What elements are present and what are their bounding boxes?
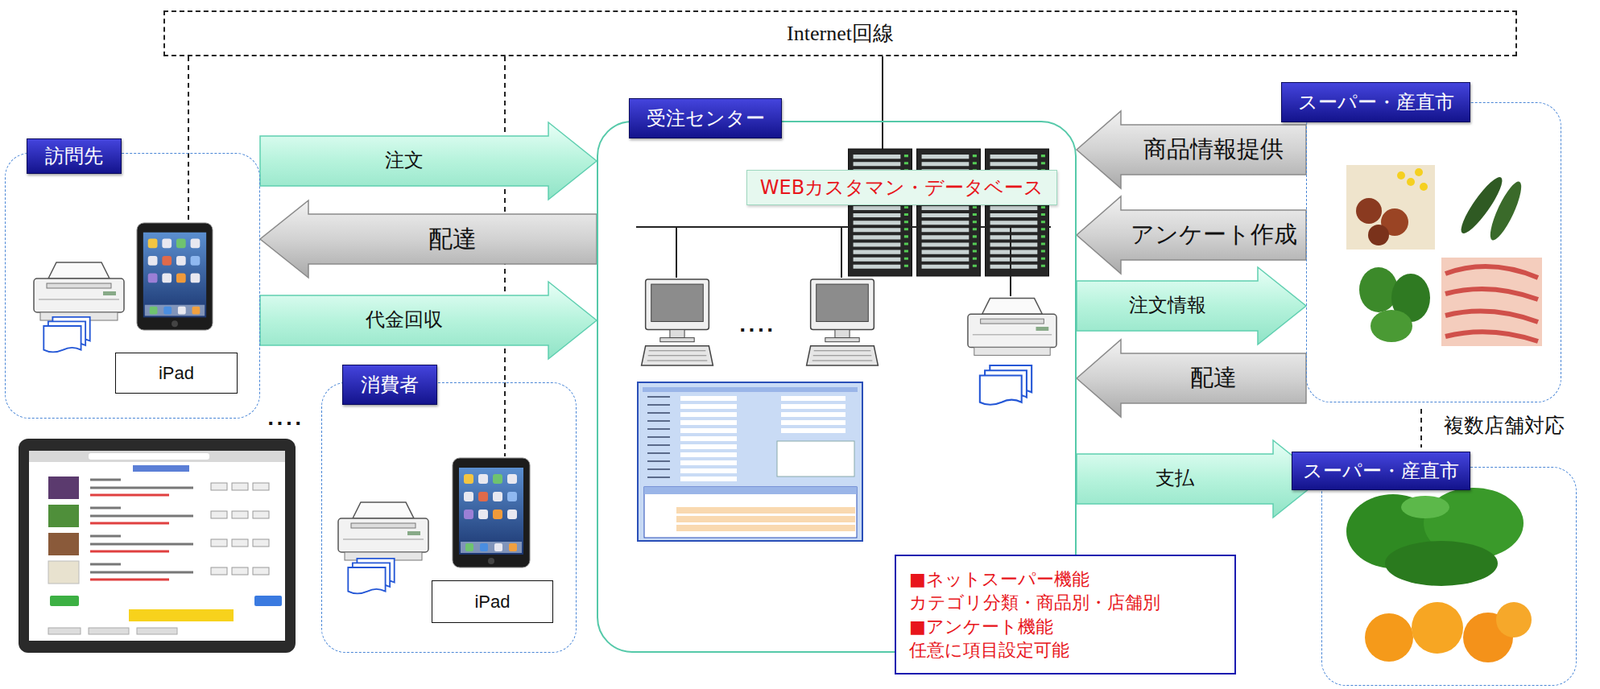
block-arrow — [1076, 267, 1307, 345]
network-band: Internet回線 — [163, 10, 1518, 57]
arrow-label: 注文情報 — [1128, 294, 1207, 318]
server-rack — [848, 148, 1050, 277]
node-text: Internet回線 — [786, 19, 894, 48]
arrow-label: 注文 — [384, 149, 424, 173]
block-arrow — [1076, 111, 1307, 189]
node-text: iPad — [474, 591, 510, 613]
center-region: 受注センターWEBカスタマン・データベース■ネットスーパー機能カテゴリ分類・商品… — [596, 120, 1077, 654]
region-heading: 消費者 — [342, 364, 438, 406]
computer-icon — [641, 279, 714, 366]
store-region: スーパー・産直市 — [1306, 102, 1562, 403]
node-text: ■ネットスーパー機能 — [909, 567, 1090, 592]
device-tag: iPad — [115, 352, 238, 394]
paper-icon — [347, 558, 394, 595]
block-arrow — [260, 122, 597, 200]
ipad-icon — [452, 458, 530, 568]
arrow-label: 配達 — [1190, 364, 1237, 392]
ellipsis-mark: .... — [739, 315, 776, 337]
printer-icon — [967, 298, 1057, 356]
visit-devices — [33, 223, 213, 352]
region-heading: スーパー・産直市 — [1281, 82, 1471, 123]
block-arrow — [260, 200, 597, 278]
region-heading: 訪問先 — [26, 138, 122, 174]
region-heading: スーパー・産直市 — [1291, 451, 1471, 491]
printer-icon — [33, 262, 125, 321]
node-text: WEBカスタマン・データベース — [760, 174, 1044, 201]
node-body: iPad — [432, 581, 553, 623]
paper-icon — [979, 365, 1032, 406]
feature-box: ■ネットスーパー機能カテゴリ分類・商品別・店舗別■アンケート機能任意に項目設定可… — [894, 554, 1237, 675]
node-body: Internet回線 — [165, 12, 1516, 55]
tablet-screenshot — [18, 438, 296, 654]
block-arrow — [1076, 339, 1307, 418]
arrow-label: 代金回収 — [365, 309, 443, 332]
arrow-label: 配達 — [428, 225, 477, 254]
computer-icon — [806, 279, 879, 366]
note-text: 複数店舗対応 — [1443, 413, 1565, 439]
form-screenshot — [637, 382, 863, 542]
store-region: スーパー・産直市 — [1321, 467, 1577, 687]
arrow-label: アンケート作成 — [1130, 221, 1298, 249]
node-text: ■アンケート機能 — [909, 615, 1054, 639]
node-text: iPad — [158, 363, 195, 385]
device-tag: iPad — [431, 580, 554, 624]
node-text: 任意に項目設定可能 — [909, 638, 1070, 662]
block-arrow — [260, 281, 597, 360]
paper-icon — [43, 317, 90, 353]
ellipsis-mark: .... — [267, 409, 304, 430]
network-line — [187, 56, 190, 153]
consumer-devices — [338, 458, 530, 594]
arrow-label: 支払 — [1155, 467, 1195, 491]
block-arrow — [1076, 196, 1307, 274]
node-body: iPad — [115, 353, 237, 393]
block-arrow — [1076, 440, 1322, 518]
ipad-icon — [136, 223, 213, 331]
printer-icon — [338, 502, 429, 561]
node-body: ■ネットスーパー機能カテゴリ分類・商品別・店舗別■アンケート機能任意に項目設定可… — [896, 556, 1235, 674]
store-divider — [1420, 409, 1423, 448]
consumer-region: 消費者iPad — [321, 382, 577, 654]
arrow-label: 商品情報提供 — [1143, 136, 1284, 163]
node-text: カテゴリ分類・商品別・店舗別 — [909, 591, 1161, 615]
node-body: WEBカスタマン・データベース — [747, 170, 1057, 205]
region-heading: 受注センター — [628, 98, 782, 139]
site-region: 訪問先iPad — [4, 152, 261, 419]
network-line — [881, 56, 884, 121]
database-label: WEBカスタマン・データベース — [746, 169, 1058, 206]
